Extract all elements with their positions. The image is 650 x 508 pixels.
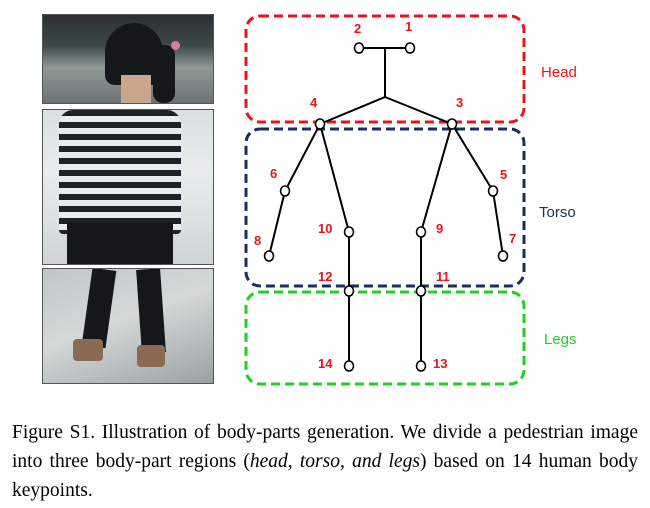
caption-text: Figure S1. Illustration of body-parts ge… xyxy=(12,422,638,472)
keypoint-12 xyxy=(343,285,355,297)
keypoint-8 xyxy=(263,250,275,262)
region-label-legs: Legs xyxy=(544,331,577,348)
pedestrian-head-crop xyxy=(42,14,214,104)
keypoint-label-10: 10 xyxy=(318,221,332,236)
keypoint-label-9: 9 xyxy=(436,221,443,236)
keypoint-label-3: 3 xyxy=(456,95,463,110)
keypoint-14 xyxy=(343,360,355,372)
pedestrian-legs-crop xyxy=(42,268,214,384)
keypoint-label-14: 14 xyxy=(318,356,333,371)
keypoint-4 xyxy=(314,118,326,130)
legs-region-box xyxy=(244,290,526,386)
keypoint-label-5: 5 xyxy=(500,167,507,182)
keypoint-label-1: 1 xyxy=(405,19,412,34)
body-keypoint-diagram: 1 2 3 4 5 6 7 8 9 10 11 12 13 14 Head To… xyxy=(244,14,577,386)
head-region-box xyxy=(244,14,526,124)
keypoint-9 xyxy=(415,226,427,238)
torso-region-box xyxy=(244,127,526,288)
keypoint-label-6: 6 xyxy=(270,166,277,181)
keypoint-label-8: 8 xyxy=(254,233,261,248)
keypoint-nodes xyxy=(263,42,509,372)
keypoint-label-2: 2 xyxy=(354,21,361,36)
region-label-head: Head xyxy=(541,64,577,81)
keypoint-2 xyxy=(353,42,365,54)
keypoint-label-11: 11 xyxy=(436,269,450,284)
keypoint-10 xyxy=(343,226,355,238)
keypoint-13 xyxy=(415,360,427,372)
keypoint-1 xyxy=(404,42,416,54)
pedestrian-torso-crop xyxy=(42,109,214,265)
skeleton-edges xyxy=(268,47,504,366)
keypoint-5 xyxy=(487,185,499,197)
keypoint-labels: 1 2 3 4 5 6 7 8 9 10 11 12 13 14 xyxy=(254,19,516,371)
region-label-torso: Torso xyxy=(539,204,576,221)
keypoint-7 xyxy=(497,250,509,262)
keypoint-label-12: 12 xyxy=(318,269,332,284)
keypoint-label-4: 4 xyxy=(310,95,318,110)
keypoint-6 xyxy=(279,185,291,197)
keypoint-label-7: 7 xyxy=(509,231,516,246)
keypoint-label-13: 13 xyxy=(433,356,447,371)
figure: 1 2 3 4 5 6 7 8 9 10 11 12 13 14 Head To… xyxy=(42,14,577,386)
caption-text-end: ) based on 14 human body keypoints. xyxy=(12,451,638,501)
keypoint-3 xyxy=(446,118,458,130)
caption-emphasis: head, torso, and legs xyxy=(249,451,420,472)
keypoint-11 xyxy=(415,285,427,297)
figure-caption: Figure S1. Illustration of body-parts ge… xyxy=(12,418,638,505)
